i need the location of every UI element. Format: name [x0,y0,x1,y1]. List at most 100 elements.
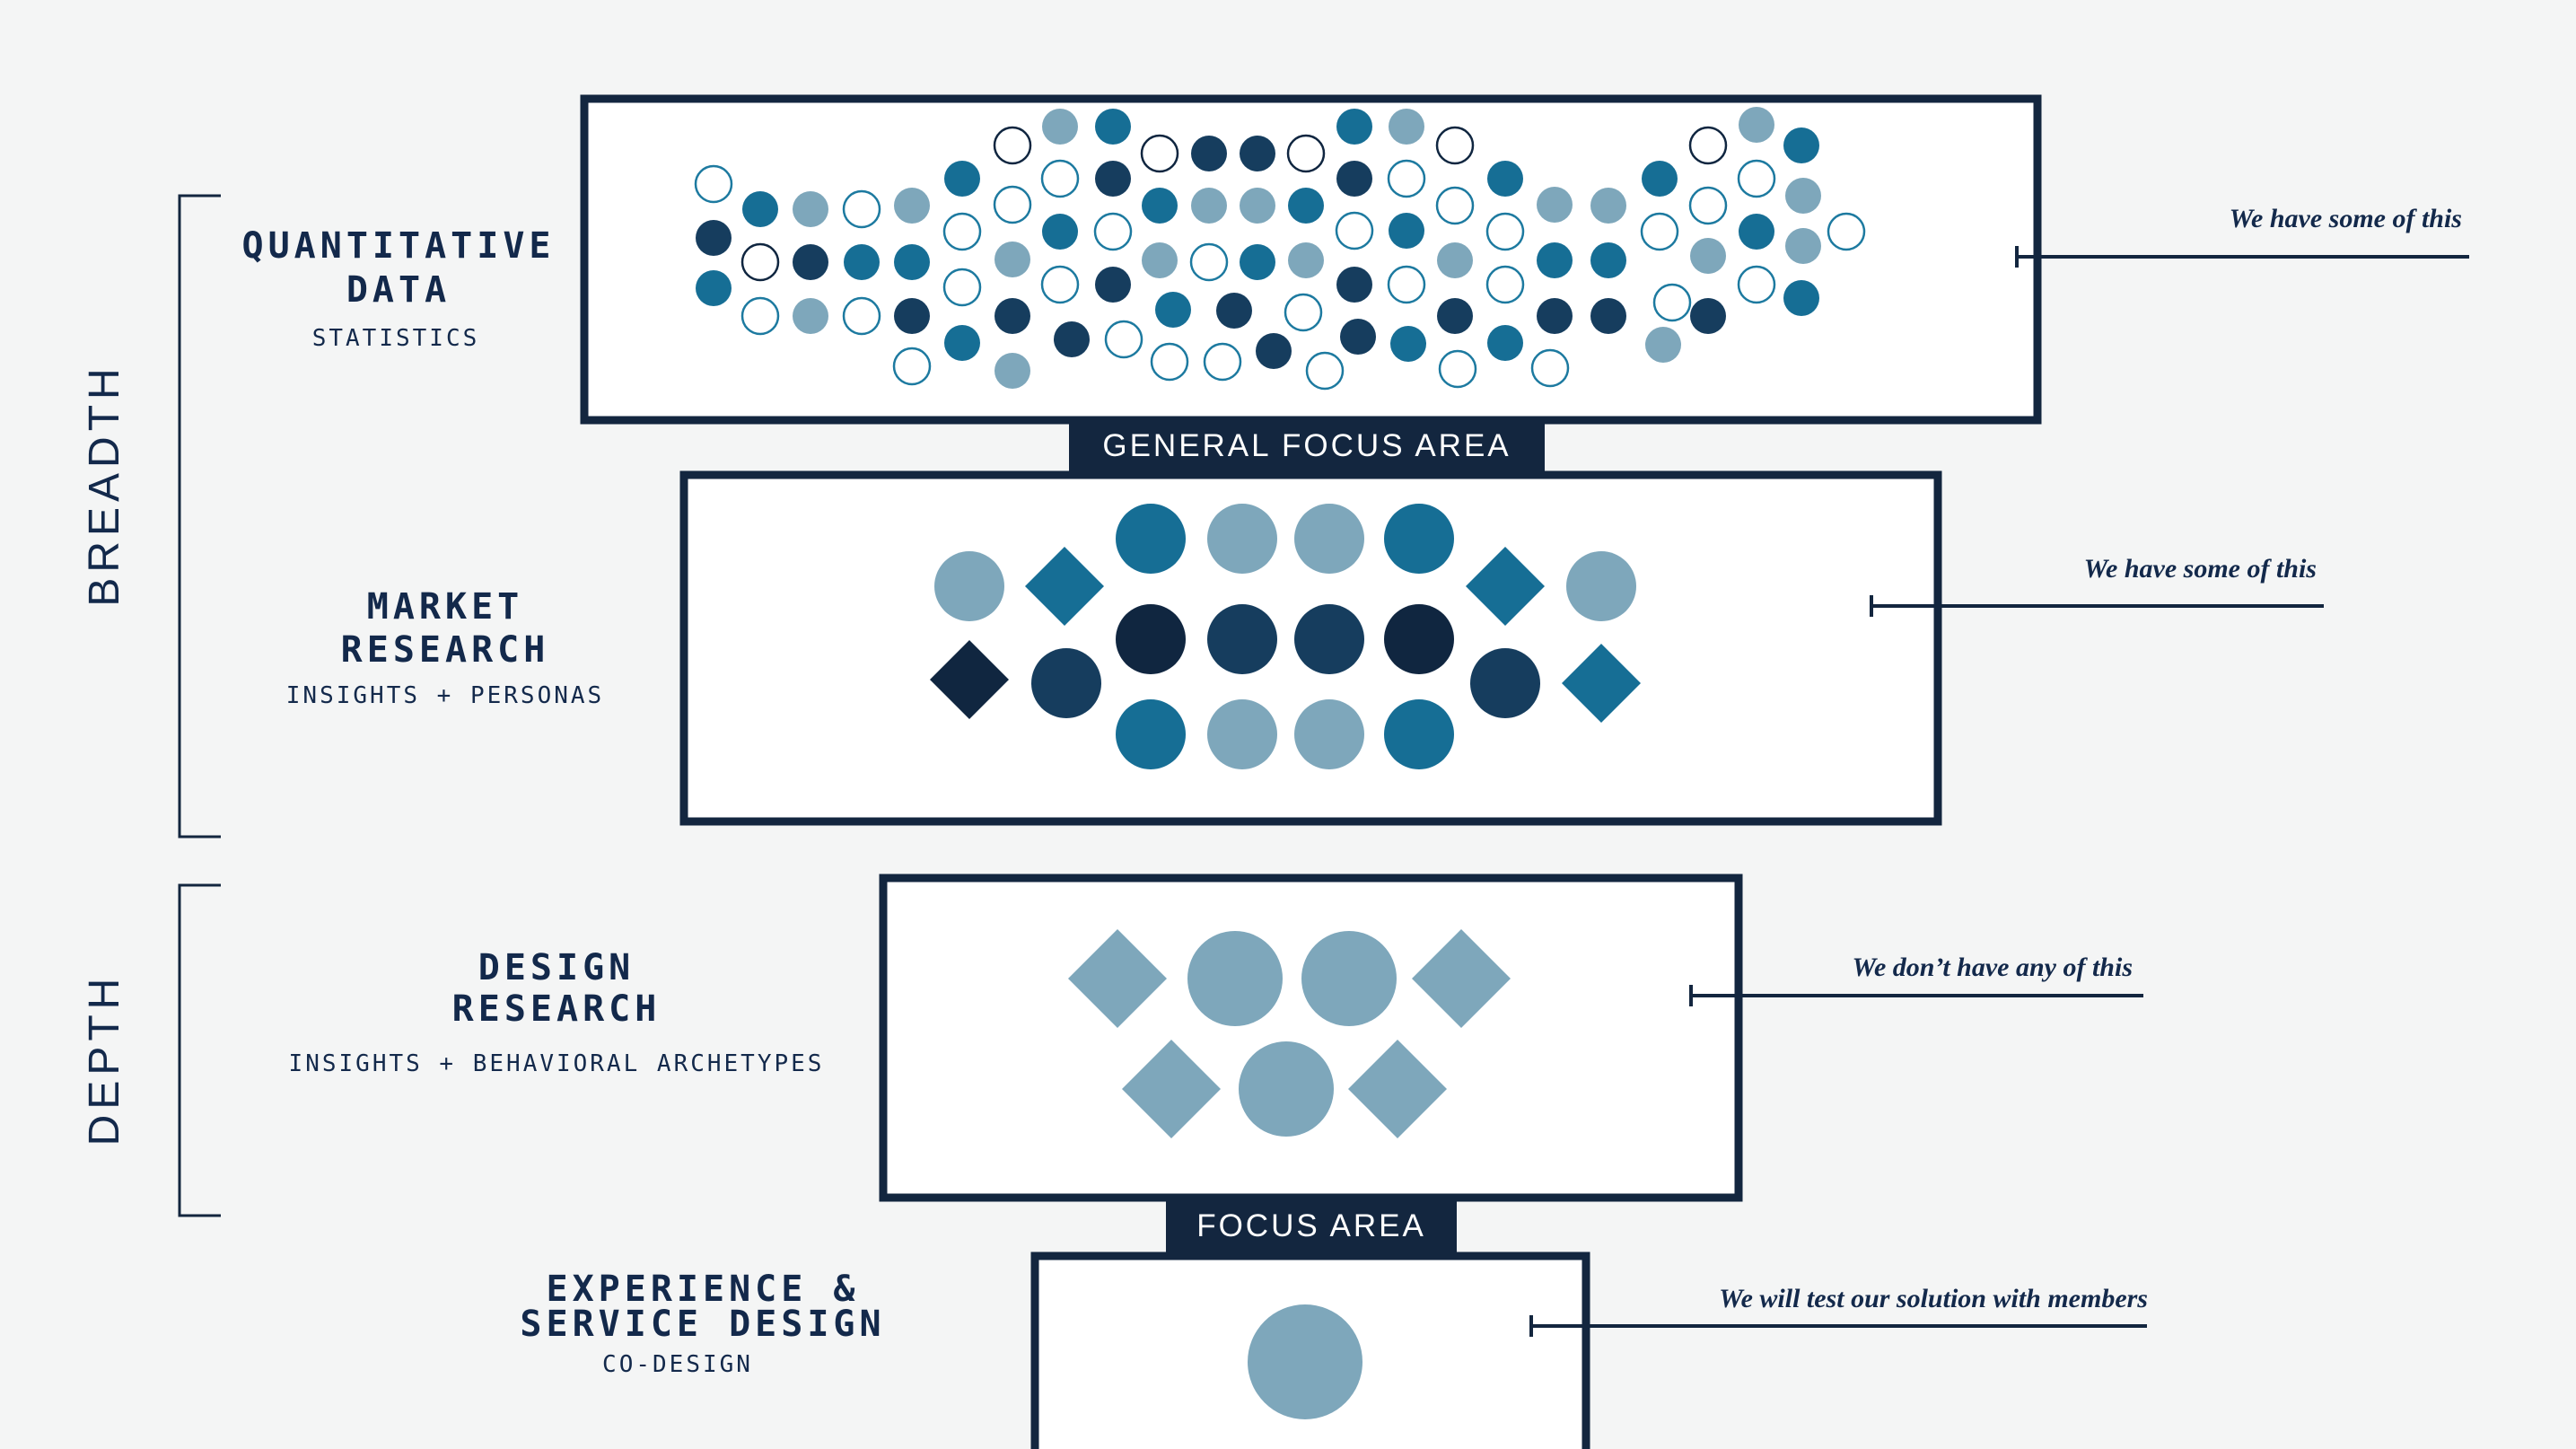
stat-dot [1340,319,1376,355]
breadth-axis-label: BREADTH [81,363,128,606]
stat-dot [1785,228,1821,264]
stat-dot [694,164,733,204]
design-title-line-2: RESEARCH [452,988,662,1030]
stat-dot [1590,188,1626,224]
stat-dot [1485,265,1525,304]
design-callout-note: We don’t have any of this [1853,953,2134,982]
archetype-diamond [1068,929,1167,1028]
stat-dot [1590,242,1626,278]
service-design-shape [1248,1304,1362,1419]
stat-dot [942,212,982,251]
stat-dot [1390,326,1426,362]
stat-dot [1537,298,1573,334]
persona-diamond [1466,547,1545,626]
stat-dot [894,188,930,224]
stat-dot [1286,134,1326,173]
stat-dot [1437,242,1473,278]
stat-dot [1785,178,1821,214]
stat-dot [742,191,778,227]
stat-dot [1487,161,1523,197]
stat-dot [1739,214,1774,250]
quantitative-title-line-1: QUANTITATIVE [242,225,556,267]
stat-dot [1737,265,1776,304]
stat-dot [1335,211,1374,250]
stat-dot [842,296,881,336]
stat-dot [894,298,930,334]
depth-bracket [178,883,221,1217]
market-title-line-1: MARKET [367,586,524,628]
stat-dot [1435,126,1475,165]
stat-dot [696,220,732,256]
persona-circle [1294,604,1364,674]
stat-dot [1191,136,1227,171]
stat-dot [1336,161,1372,197]
archetype-circle [1301,931,1397,1026]
stat-dot [1389,213,1424,249]
stat-dot [842,189,881,229]
stat-dot [1240,188,1275,224]
focus-area-tab [1166,1199,1457,1253]
stat-dot [1093,212,1133,251]
stat-dot [1387,265,1426,304]
stat-dot [740,242,780,282]
stat-dot [1336,109,1372,145]
persona-diamond [1562,644,1641,723]
persona-circle [1116,699,1186,769]
stat-dot [1042,109,1078,145]
design-callout-line [1689,985,2143,1006]
design-research-box [879,874,1743,1202]
quantitative-data-dots [694,107,1866,391]
stat-dot [1288,188,1324,224]
stat-dot [1155,292,1191,328]
stat-dot [894,244,930,280]
design-title-line-1: DESIGN [478,947,635,988]
stat-dot [1256,333,1292,369]
stat-dot [1387,159,1426,198]
archetype-diamond [1412,929,1511,1028]
stat-dot [1645,327,1681,363]
stat-dot [1150,342,1189,382]
stat-dot [1688,186,1728,225]
stat-dot [892,347,932,386]
stat-dot [1690,238,1726,274]
stat-dot [793,244,828,280]
stat-dot [1783,127,1819,163]
stat-dot [844,244,880,280]
quantitative-callout-line [2015,246,2469,268]
stat-dot [1690,298,1726,334]
stat-dot [696,270,732,306]
service-title-line-1: EXPERIENCE & [547,1269,860,1310]
market-callout-line [1870,595,2324,617]
market-callout-note: We have some of this [2084,554,2317,584]
general-focus-area-tab [1069,422,1545,472]
stat-dot [1640,212,1679,251]
persona-diamond [930,640,1009,719]
stat-dot [1537,242,1573,278]
stat-dot [1189,242,1229,282]
persona-circle [1031,648,1101,718]
persona-diamond [1025,547,1104,626]
stat-dot [1203,342,1242,382]
persona-circle [1294,504,1364,574]
quantitative-title-line-2: DATA [346,269,451,311]
stat-dot [1042,214,1078,250]
stat-dot [993,126,1032,165]
persona-circle [1116,604,1186,674]
design-subtitle: INSIGHTS + BEHAVIORAL ARCHETYPES [289,1050,825,1077]
focus-area-label: FOCUS AREA [1196,1208,1426,1243]
service-subtitle: CO-DESIGN [602,1351,753,1378]
archetype-diamond [1348,1040,1447,1138]
stat-dot [1389,109,1424,145]
persona-circle [1384,699,1454,769]
stat-dot [1216,293,1252,329]
archetype-circle [1239,1041,1334,1137]
stat-dot [740,296,780,336]
stat-dot [1142,242,1178,278]
service-callout-line [1529,1315,2147,1337]
service-title-line-2: SERVICE DESIGN [520,1304,885,1345]
stat-dot [942,268,982,307]
stat-dot [1240,244,1275,280]
persona-circle [934,551,1004,621]
stat-dot [994,353,1030,389]
stat-dot [793,191,828,227]
